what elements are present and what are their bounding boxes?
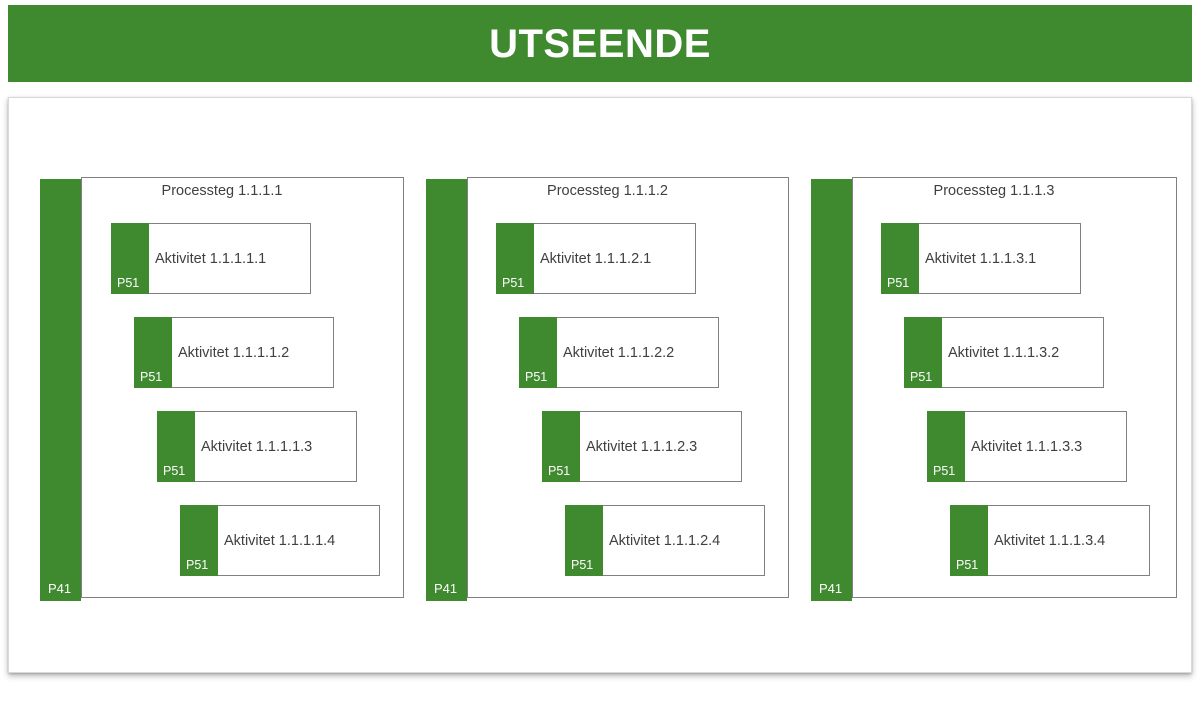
activity-role-tab[interactable]: P51 — [496, 223, 534, 294]
activity-role-label: P51 — [933, 463, 956, 478]
process-bar-label: P41 — [434, 581, 458, 596]
activity-role-label: P51 — [887, 275, 910, 290]
activity-role-tab[interactable]: P51 — [519, 317, 557, 388]
activity-role-tab[interactable]: P51 — [180, 505, 218, 576]
activity-role-tab[interactable]: P51 — [111, 223, 149, 294]
activity-card[interactable]: P51 Aktivitet 1.1.1.2.2 — [519, 317, 719, 388]
activity-card[interactable]: P51 Aktivitet 1.1.1.2.4 — [565, 505, 765, 576]
activity-label: Aktivitet 1.1.1.3.1 — [925, 250, 1037, 267]
process-title: Processteg 1.1.1.1 — [161, 183, 283, 199]
activity-role-label: P51 — [502, 275, 525, 290]
activity-role-tab[interactable]: P51 — [904, 317, 942, 388]
activity-card[interactable]: P51 Aktivitet 1.1.1.3.1 — [881, 223, 1081, 294]
activity-card[interactable]: P51 Aktivitet 1.1.1.1.1 — [111, 223, 311, 294]
activity-label: Aktivitet 1.1.1.2.4 — [609, 532, 721, 549]
process-column-1[interactable]: P41 Processteg 1.1.1.1 P51 Aktivitet 1.1… — [40, 177, 404, 601]
activity-card[interactable]: P51 Aktivitet 1.1.1.1.3 — [157, 411, 357, 482]
process-bar[interactable]: P41 — [811, 179, 852, 601]
activity-role-label: P51 — [956, 557, 979, 572]
activity-role-label: P51 — [186, 557, 209, 572]
title-banner: UTSEENDE — [8, 5, 1192, 82]
activity-role-label: P51 — [910, 369, 933, 384]
activity-card[interactable]: P51 Aktivitet 1.1.1.2.1 — [496, 223, 696, 294]
activity-role-tab[interactable]: P51 — [927, 411, 965, 482]
activity-label: Aktivitet 1.1.1.1.3 — [201, 438, 313, 455]
activity-label: Aktivitet 1.1.1.3.4 — [994, 532, 1106, 549]
activity-role-tab[interactable]: P51 — [565, 505, 603, 576]
slide-canvas: P41 Processteg 1.1.1.1 P51 Aktivitet 1.1… — [8, 97, 1192, 673]
activity-card[interactable]: P51 Aktivitet 1.1.1.2.3 — [542, 411, 742, 482]
activity-card[interactable]: P51 Aktivitet 1.1.1.1.4 — [180, 505, 380, 576]
process-bar[interactable]: P41 — [426, 179, 467, 601]
process-title: Processteg 1.1.1.3 — [933, 183, 1055, 199]
activity-role-label: P51 — [525, 369, 548, 384]
process-bar[interactable]: P41 — [40, 179, 81, 601]
activity-card[interactable]: P51 Aktivitet 1.1.1.1.2 — [134, 317, 334, 388]
activity-role-tab[interactable]: P51 — [542, 411, 580, 482]
activity-label: Aktivitet 1.1.1.1.1 — [155, 250, 267, 267]
process-bar-label: P41 — [819, 581, 843, 596]
process-bar-label: P41 — [48, 581, 72, 596]
activity-role-label: P51 — [571, 557, 594, 572]
activity-role-tab[interactable]: P51 — [950, 505, 988, 576]
activity-role-label: P51 — [117, 275, 140, 290]
activity-card[interactable]: P51 Aktivitet 1.1.1.3.2 — [904, 317, 1104, 388]
activity-role-tab[interactable]: P51 — [157, 411, 195, 482]
activity-card[interactable]: P51 Aktivitet 1.1.1.3.4 — [950, 505, 1150, 576]
activity-label: Aktivitet 1.1.1.3.2 — [948, 344, 1060, 361]
process-title: Processteg 1.1.1.2 — [547, 183, 668, 199]
activity-label: Aktivitet 1.1.1.2.3 — [586, 438, 698, 455]
activity-role-label: P51 — [163, 463, 186, 478]
activity-card[interactable]: P51 Aktivitet 1.1.1.3.3 — [927, 411, 1127, 482]
activity-label: Aktivitet 1.1.1.1.4 — [224, 532, 336, 549]
process-column-3[interactable]: P41 Processteg 1.1.1.3 P51 Aktivitet 1.1… — [811, 177, 1177, 601]
activity-label: Aktivitet 1.1.1.1.2 — [178, 344, 290, 361]
activity-role-tab[interactable]: P51 — [881, 223, 919, 294]
activity-role-label: P51 — [548, 463, 571, 478]
activity-label: Aktivitet 1.1.1.2.1 — [540, 250, 652, 267]
page-title: UTSEENDE — [489, 21, 711, 66]
process-column-2[interactable]: P41 Processteg 1.1.1.2 P51 Aktivitet 1.1… — [426, 177, 789, 601]
activity-label: Aktivitet 1.1.1.3.3 — [971, 438, 1083, 455]
activity-role-label: P51 — [140, 369, 163, 384]
activity-role-tab[interactable]: P51 — [134, 317, 172, 388]
activity-label: Aktivitet 1.1.1.2.2 — [563, 344, 675, 361]
